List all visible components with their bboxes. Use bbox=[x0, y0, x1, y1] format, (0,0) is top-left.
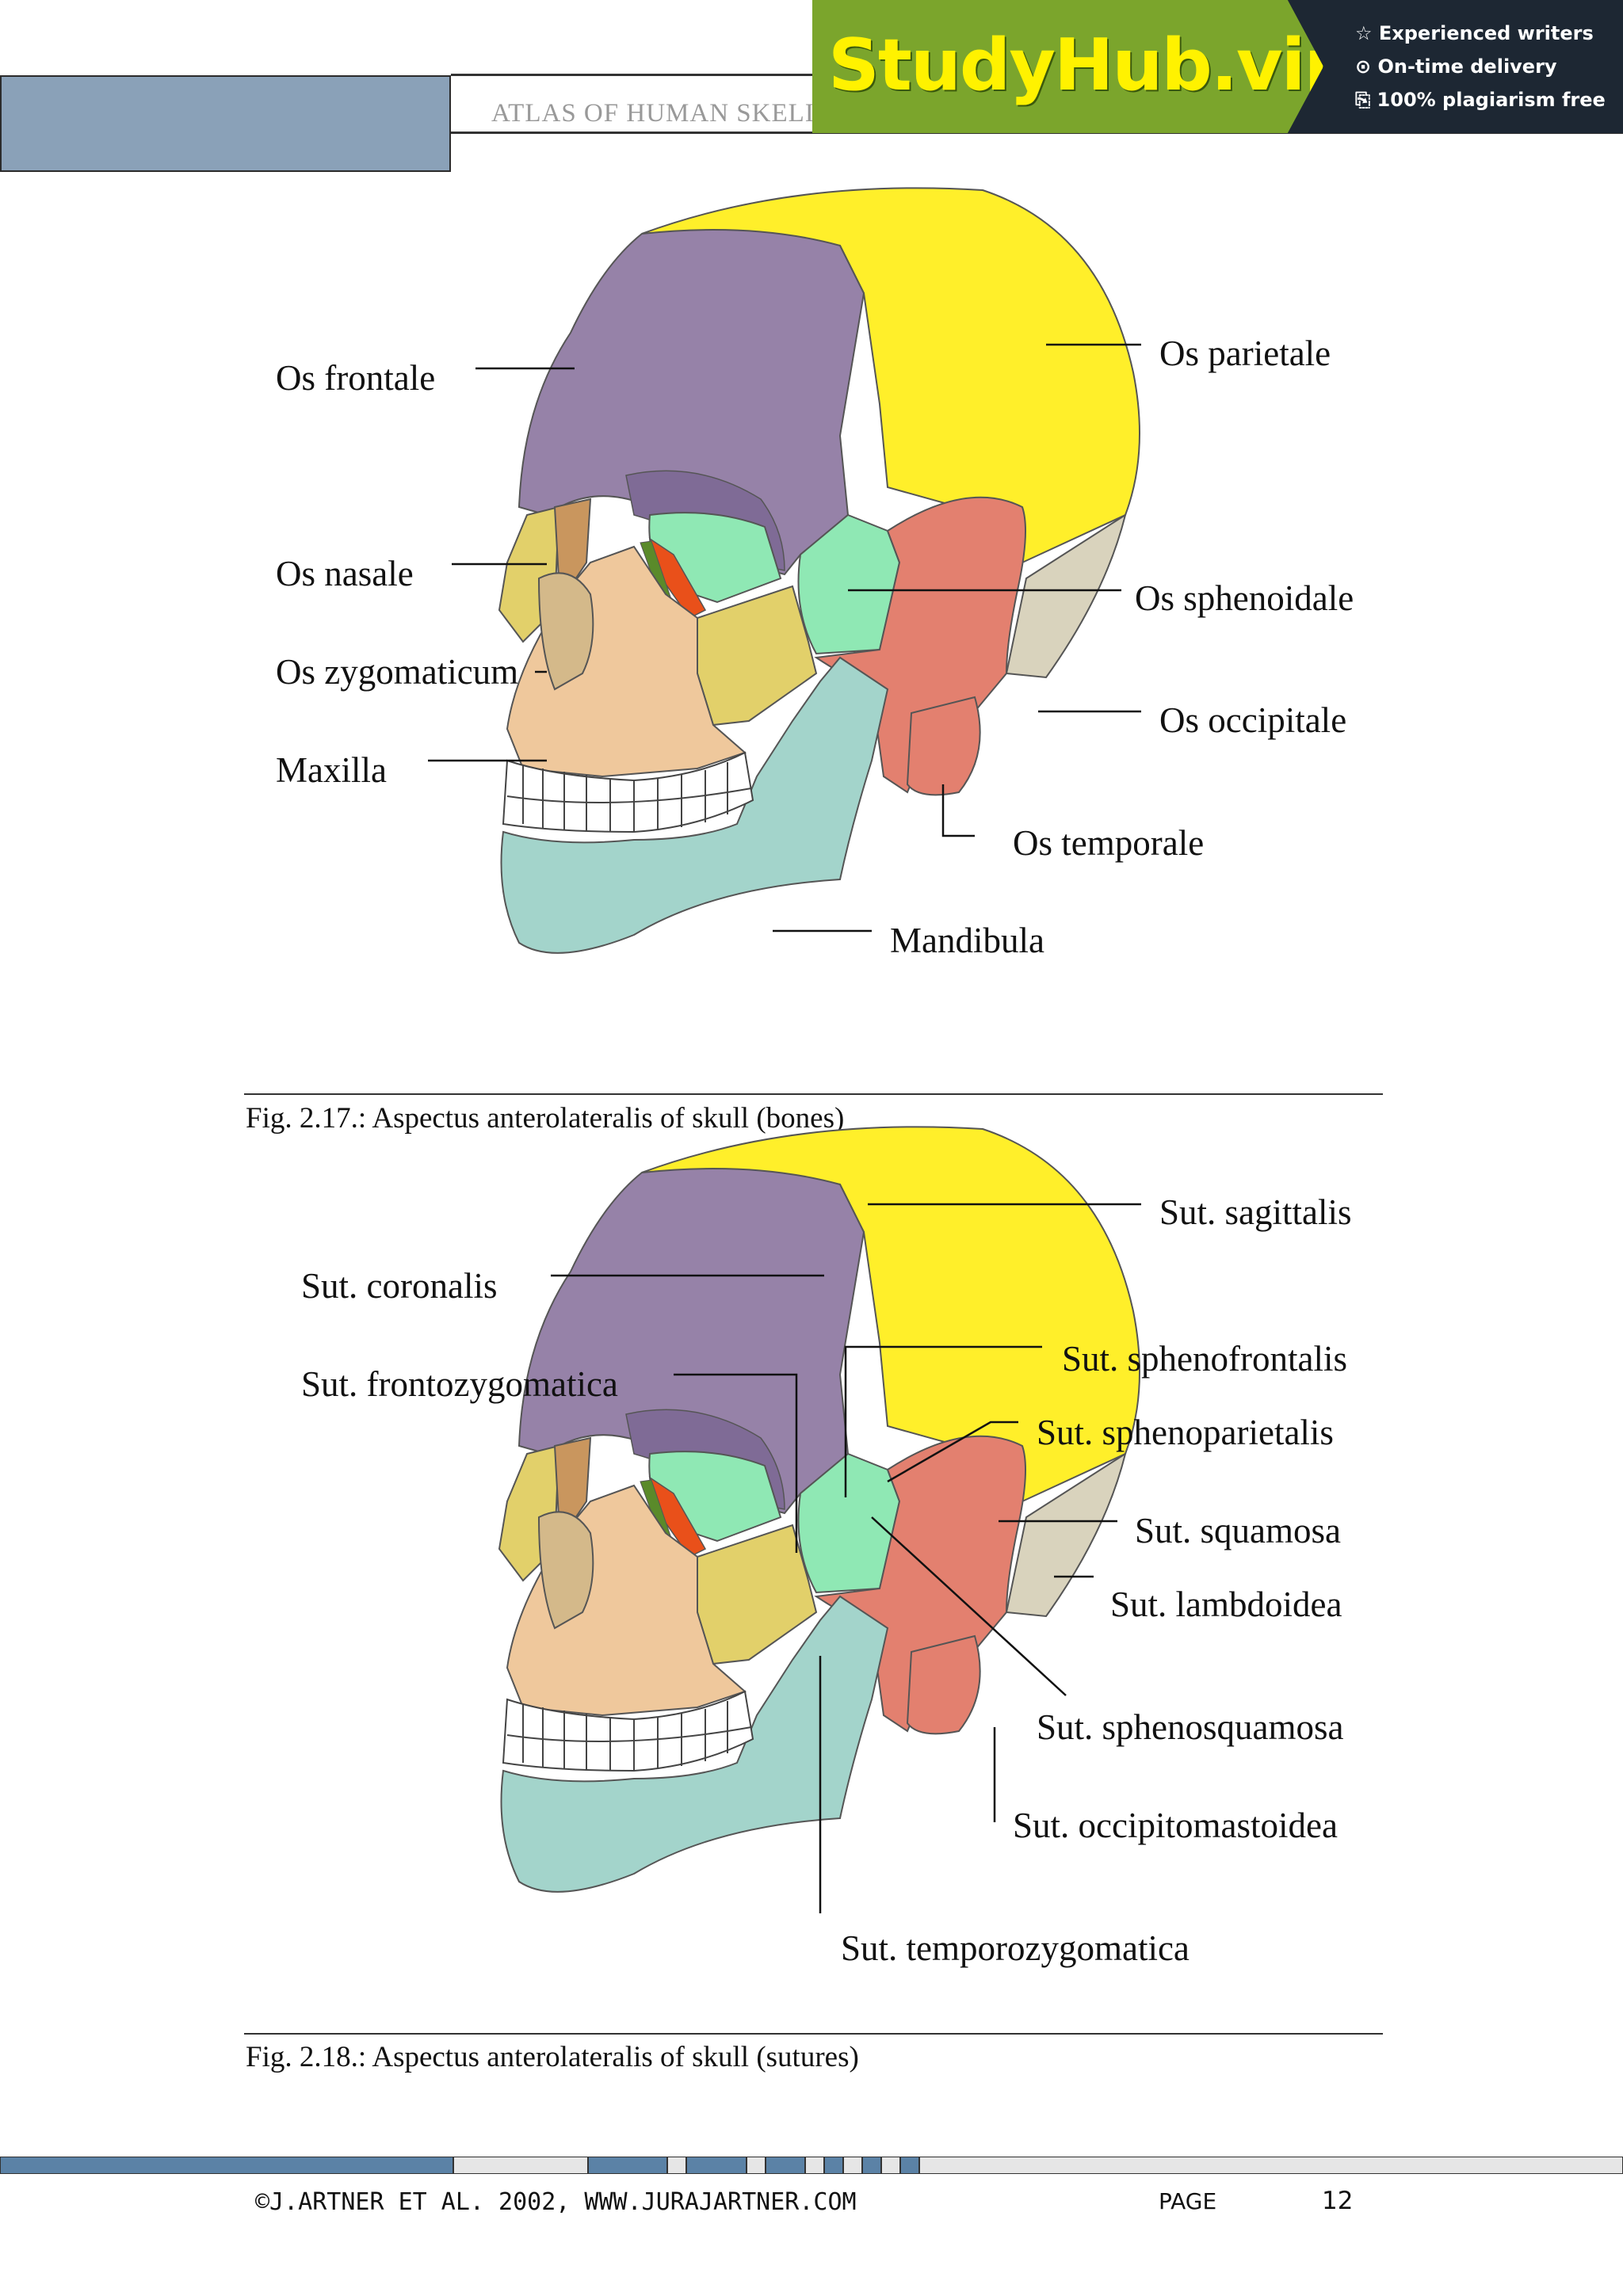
footer-bar-segment bbox=[747, 2157, 766, 2174]
footer-page-number: 12 bbox=[1322, 2187, 1354, 2215]
label-os-nasale: Os nasale bbox=[276, 554, 414, 593]
figure-2-18: Sut. sagittalis Sut. coronalis Sut. fron… bbox=[301, 1126, 1352, 1968]
header-color-block bbox=[0, 75, 451, 172]
label-sut-sphenofrontalis: Sut. sphenofrontalis bbox=[1062, 1339, 1347, 1379]
footer-bar-segment bbox=[862, 2157, 881, 2174]
label-os-parietale: Os parietale bbox=[1159, 334, 1331, 373]
studyhub-ad-banner[interactable]: StudyHub.vip ☆ Experienced writers ⊙ On-… bbox=[812, 0, 1623, 133]
skull-bones-illustration bbox=[428, 187, 1141, 954]
ad-feature-writers: ☆ Experienced writers bbox=[1355, 22, 1594, 44]
footer-copyright: ©J.ARTNER ET AL. 2002, WWW.JURAJARTNER.C… bbox=[255, 2188, 857, 2216]
skull-sutures-illustration bbox=[498, 1126, 1141, 1913]
label-sut-coronalis: Sut. coronalis bbox=[301, 1266, 498, 1306]
caption-rule-1 bbox=[244, 1093, 1383, 1095]
ad-feature-plagiarism: ⎘ 100% plagiarism free bbox=[1355, 89, 1606, 111]
label-sut-occipitomastoidea: Sut. occipitomastoidea bbox=[1013, 1806, 1338, 1845]
footer-bar-segment bbox=[900, 2157, 919, 2174]
running-title: ATLAS OF HUMAN SKELI bbox=[491, 99, 815, 128]
footer-bar-segment bbox=[805, 2157, 824, 2174]
footer-bar-segment bbox=[588, 2157, 667, 2174]
label-sut-frontozygomatica: Sut. frontozygomatica bbox=[301, 1364, 618, 1404]
footer-bar-segment bbox=[881, 2157, 900, 2174]
label-os-zygomaticum: Os zygomaticum bbox=[276, 652, 519, 692]
caption-fig-2-18: Fig. 2.18.: Aspectus anterolateralis of … bbox=[246, 2041, 859, 2073]
ad-brand-panel[interactable]: StudyHub.vip bbox=[812, 0, 1323, 133]
label-os-temporale: Os temporale bbox=[1013, 823, 1205, 863]
caption-rule-2 bbox=[244, 2033, 1383, 2035]
footer-bar-segment bbox=[453, 2157, 588, 2174]
label-sut-temporozygomatica: Sut. temporozygomatica bbox=[841, 1928, 1190, 1968]
ad-feature-delivery: ⊙ On-time delivery bbox=[1355, 55, 1557, 78]
label-maxilla: Maxilla bbox=[276, 750, 387, 790]
footer-bar-segment bbox=[766, 2157, 805, 2174]
footer-bar-segment bbox=[919, 2157, 1623, 2174]
label-sut-sphenoparietalis: Sut. sphenoparietalis bbox=[1037, 1413, 1334, 1452]
footer-bar-segment bbox=[667, 2157, 686, 2174]
label-os-frontale: Os frontale bbox=[276, 358, 436, 398]
label-sut-squamosa: Sut. squamosa bbox=[1135, 1511, 1342, 1550]
label-mandibula: Mandibula bbox=[890, 921, 1044, 960]
label-os-occipitale: Os occipitale bbox=[1159, 700, 1347, 740]
label-os-sphenoidale: Os sphenoidale bbox=[1135, 578, 1354, 618]
footer-bar-segment bbox=[0, 2157, 453, 2174]
ad-brand[interactable]: StudyHub.vip bbox=[828, 24, 1354, 107]
figure-2-17: Os frontale Os nasale Os zygomaticum Max… bbox=[0, 0, 1623, 1125]
label-sut-sphenosquamosa: Sut. sphenosquamosa bbox=[1037, 1707, 1344, 1747]
label-sut-sagittalis: Sut. sagittalis bbox=[1159, 1192, 1352, 1232]
caption-fig-2-17: Fig. 2.17.: Aspectus anterolateralis of … bbox=[246, 1102, 845, 1135]
label-sut-lambdoidea: Sut. lambdoidea bbox=[1110, 1585, 1342, 1624]
footer-page-label: PAGE bbox=[1159, 2188, 1217, 2214]
footer-bar-segment bbox=[686, 2157, 747, 2174]
footer-bar-segment bbox=[843, 2157, 862, 2174]
footer-bar-segment bbox=[824, 2157, 843, 2174]
